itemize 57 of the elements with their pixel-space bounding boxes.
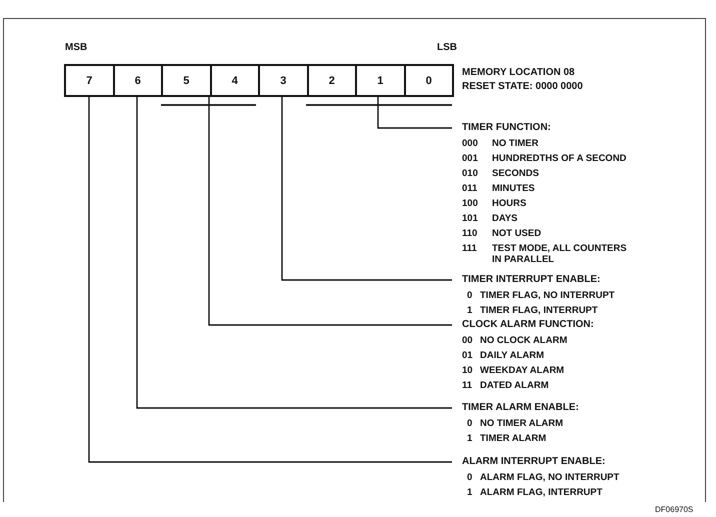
bit-order-label: LSB [437,42,457,53]
field-heading: TIMER INTERRUPT ENABLE: [462,274,600,286]
value-description: DAYS [492,213,519,224]
bit-code: 100 [462,198,478,209]
value-description: MINUTES [492,183,536,194]
bit-code: 101 [462,213,478,224]
value-description: TIMER FLAG, INTERRUPT [480,305,599,316]
bit-code: 001 [462,153,478,164]
leader-line [208,97,452,326]
bit-code: 1 [467,433,472,444]
leader-line [377,97,452,129]
value-description: NO CLOCK ALARM [480,335,568,346]
value-description: NOT USED [492,228,542,239]
bit-cell: 3 [259,65,308,96]
value-description: DAILY ALARM [480,350,546,361]
bit-code: 011 [462,183,478,194]
register-address: MEMORY LOCATION 08 [462,67,575,78]
value-description: TEST MODE, ALL COUNTERS IN PARALLEL [492,243,628,265]
bit-code: 01 [462,350,473,361]
value-description: DATED ALARM [480,380,550,391]
field-heading: TIMER ALARM ENABLE: [462,402,579,414]
bit-code: 0 [467,290,472,301]
value-description: SECONDS [492,168,540,179]
bit-code: 1 [467,487,472,498]
field-heading: TIMER FUNCTION: [462,122,551,134]
bit-code: 110 [462,228,478,239]
value-description: TIMER ALARM [480,433,548,444]
bit-code: 0 [467,472,472,483]
value-description: ALARM FLAG, INTERRUPT [480,487,604,498]
bit-cell: 5 [162,65,210,96]
bit-cell: 6 [114,65,162,96]
value-description: ALARM FLAG, NO INTERRUPT [480,472,620,483]
bit-order-label: MSB [65,42,88,53]
value-description: HOURS [492,198,528,209]
bit-code: 010 [462,168,478,179]
figure-code: DF06970S [655,505,694,514]
field-heading: ALARM INTERRUPT ENABLE: [462,456,606,468]
leader-line [281,97,452,281]
leader-line [136,97,452,409]
bit-cell: 2 [308,65,356,96]
leader-line [88,97,452,463]
bit-code: 000 [462,138,478,149]
reset-state-note: RESET STATE: 0000 0000 [462,81,583,92]
value-description: NO TIMER ALARM [480,418,564,429]
value-description: WEEKDAY ALARM [480,365,566,376]
bit-cell: 1 [356,65,404,96]
bit-code: 111 [462,243,477,254]
bit-code: 1 [467,305,472,316]
bit-cell: 4 [210,65,259,96]
bit-code: 00 [462,335,473,346]
bit-code: 10 [462,365,473,376]
value-description: NO TIMER [492,138,540,149]
bit-code: 11 [462,380,472,391]
value-description: HUNDREDTHS OF A SECOND [492,153,628,164]
bit-code: 0 [467,418,472,429]
value-description: TIMER FLAG, NO INTERRUPT [480,290,616,301]
field-heading: CLOCK ALARM FUNCTION: [462,319,594,331]
